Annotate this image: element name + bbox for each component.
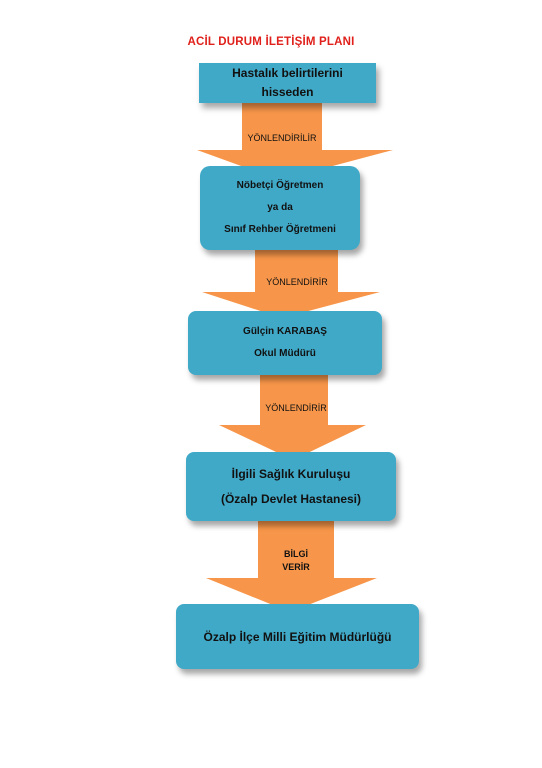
box-3-line-2: Okul Müdürü [254,348,316,359]
box-2-line-2: ya da [267,202,293,213]
arrow-4 [206,521,377,612]
box-2-line-1: Nöbetçi Öğretmen [236,180,324,191]
arrow-1-text: YÖNLENDİRİLİR [247,133,317,143]
arrow-label-4: BİLGİ VERİR [236,548,356,574]
arrow-4-text-line-2: VERİR [282,562,310,572]
box-1-line-1: Hastalık belirtilerini [232,66,343,80]
arrow-2 [202,250,380,318]
box-5-line-1: Özalp İlçe Milli Eğitim Müdürlüğü [203,629,392,644]
arrow-label-1: YÖNLENDİRİLİR [222,133,342,143]
box-4-line-1: İlgili Sağlık Kuruluşu [231,466,351,481]
box-symptom-person: Hastalık belirtilerini hisseden [199,63,376,103]
box-3-line-1: Gülçin KARABAŞ [243,326,327,337]
arrow-4-text-line-1: BİLGİ [284,549,308,559]
diagram-title: ACİL DURUM İLETİŞİM PLANI [187,36,355,48]
box-duty-teacher: Nöbetçi Öğretmen ya da Sınıf Rehber Öğre… [200,166,360,250]
arrow-label-3: YÖNLENDİRİR [236,403,356,413]
arrow-label-2: YÖNLENDİRİR [237,277,357,287]
box-1-line-2: hisseden [261,85,314,99]
box-2-line-3: Sınıf Rehber Öğretmeni [224,224,336,235]
arrow-2-text: YÖNLENDİRİR [266,277,328,287]
box-health-institution: İlgili Sağlık Kuruluşu (Özalp Devlet Has… [186,452,396,521]
box-education-directorate: Özalp İlçe Milli Eğitim Müdürlüğü [176,604,419,669]
box-school-principal: Gülçin KARABAŞ Okul Müdürü [188,311,382,375]
arrow-3 [219,375,366,460]
arrow-3-text: YÖNLENDİRİR [265,403,327,413]
box-4-line-2: (Özalp Devlet Hastanesi) [220,491,362,506]
arrow-1 [197,103,393,180]
